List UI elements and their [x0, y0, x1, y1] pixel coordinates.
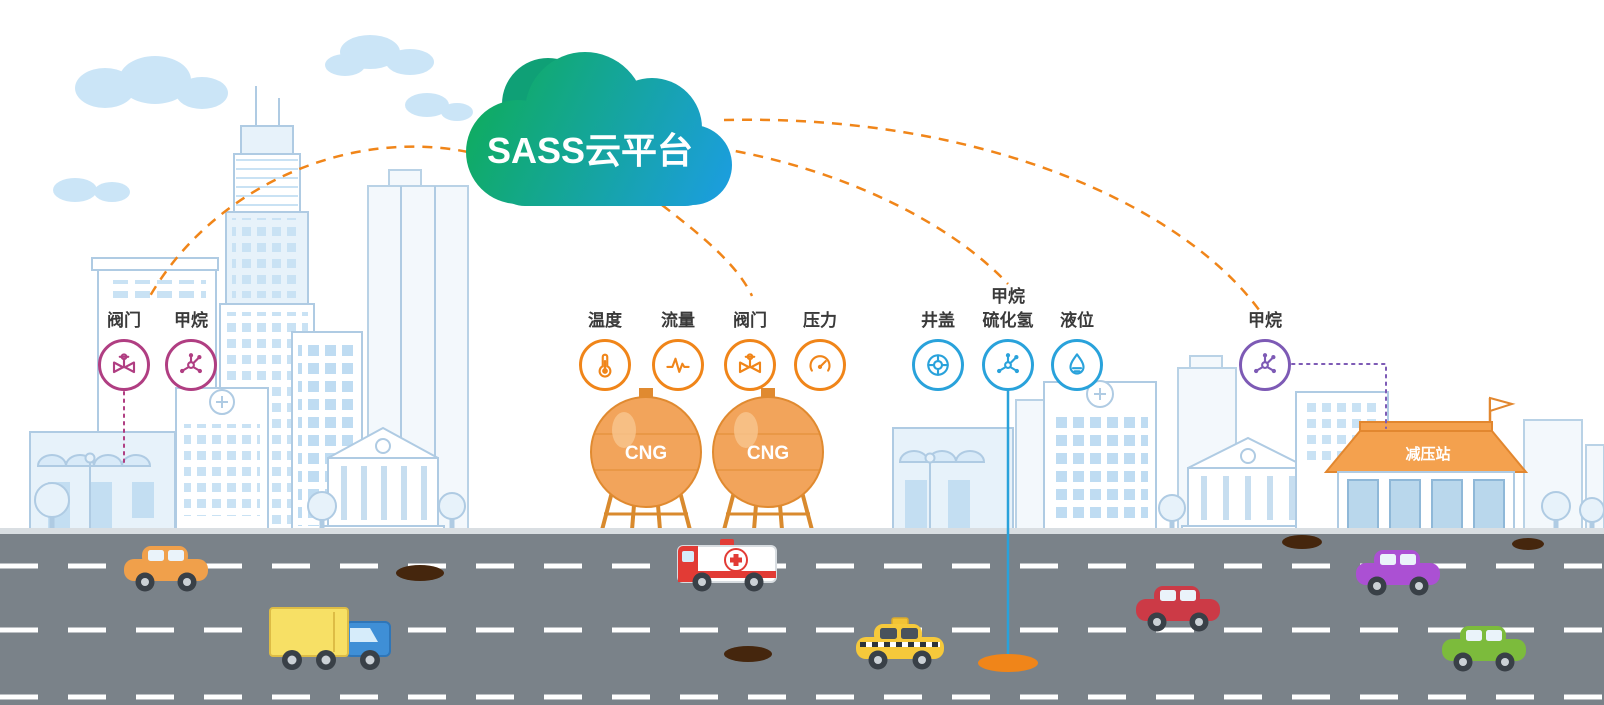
sensor-label: 甲烷 — [174, 311, 208, 331]
sensor-label: 甲烷硫化氢 — [982, 287, 1034, 331]
sensor-label: 阀门 — [107, 311, 141, 331]
flow-icon — [652, 339, 704, 391]
manhole-cover — [1512, 538, 1544, 550]
sensor-pressure: 压力 — [774, 287, 866, 391]
street-lamp — [924, 452, 936, 533]
car-purple — [1356, 550, 1440, 596]
manhole-cover — [1282, 535, 1322, 549]
car-green — [1442, 626, 1526, 672]
city-right: 减压站 — [1295, 391, 1604, 536]
cloud-platform: SASS云平台 — [466, 52, 732, 206]
methane-icon — [1239, 339, 1291, 391]
liquid-level-icon — [1051, 339, 1103, 391]
tree — [1158, 494, 1186, 536]
red-cross-icon — [730, 554, 742, 566]
tree — [438, 492, 466, 534]
tree — [1541, 491, 1571, 534]
car-orange — [124, 546, 208, 592]
sensor-liquid-level: 液位 — [1031, 287, 1123, 391]
sensor-label: 液位 — [1060, 311, 1094, 331]
cloud-connections — [148, 118, 1264, 315]
manhole-cover — [396, 565, 444, 581]
sensor-valve: 阀门 — [78, 287, 170, 391]
sensor-links — [123, 363, 1387, 672]
sensor-methane-h2s: 甲烷硫化氢 — [962, 287, 1054, 391]
valve-icon — [98, 339, 150, 391]
truck — [269, 607, 391, 670]
sensor-label: 甲烷 — [1248, 311, 1282, 331]
sensor-flow: 流量 — [632, 287, 724, 391]
station-label: 减压站 — [1405, 445, 1450, 463]
city-left — [29, 86, 469, 534]
road — [0, 528, 1604, 705]
sensor-label: 温度 — [588, 311, 622, 331]
cng-tanks: CNG CNG — [590, 388, 824, 531]
sensor-label: 压力 — [803, 311, 837, 331]
sensor-temperature: 温度 — [559, 287, 651, 391]
sensor-label: 阀门 — [733, 311, 767, 331]
cloud-platform-label: SASS云平台 — [487, 130, 693, 171]
sensor-label: 井盖 — [921, 311, 955, 331]
gas-leak-spot — [978, 654, 1038, 672]
flag-icon — [1489, 396, 1516, 413]
manhole-cover — [724, 646, 772, 662]
cng-tank: CNG — [590, 388, 702, 531]
car-red — [1136, 586, 1220, 632]
methane-icon — [165, 339, 217, 391]
pressure-icon — [794, 339, 846, 391]
valve-icon — [724, 339, 776, 391]
street-lamp — [84, 452, 96, 533]
taxi — [856, 617, 944, 670]
sensor-manhole: 井盖 — [892, 287, 984, 391]
tree — [1579, 497, 1604, 536]
tree — [34, 482, 70, 534]
sky-clouds — [53, 35, 473, 202]
sensor-methane: 甲烷 — [1219, 287, 1311, 391]
manhole-icon — [912, 339, 964, 391]
cng-tank: CNG — [712, 388, 824, 531]
pressure-reduction-station: 减压站 — [1323, 396, 1529, 531]
gas-molecule-icon — [982, 339, 1034, 391]
vehicles — [124, 539, 1526, 672]
tank-label: CNG — [747, 443, 789, 464]
temperature-icon — [579, 339, 631, 391]
sensor-label: 流量 — [661, 311, 695, 331]
ambulance — [677, 539, 777, 592]
tree — [307, 491, 337, 534]
city-center — [892, 355, 1335, 536]
tank-label: CNG — [625, 443, 667, 464]
sensor-valve: 阀门 — [704, 287, 796, 391]
sensor-methane: 甲烷 — [145, 287, 237, 391]
